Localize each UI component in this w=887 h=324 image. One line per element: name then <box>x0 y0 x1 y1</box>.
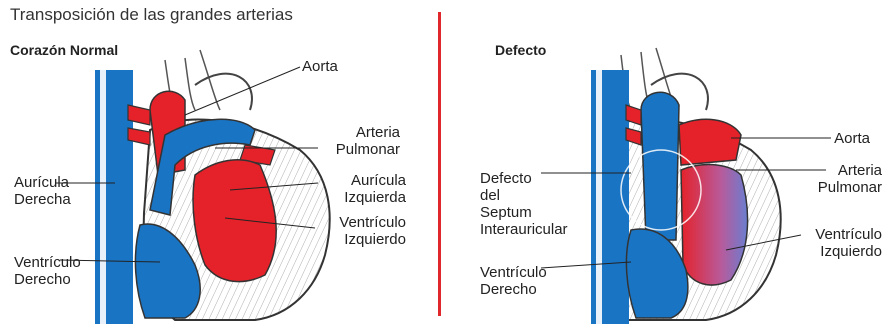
diagram-title: Transposición de las grandes arterias <box>10 5 293 24</box>
pulmonary-vessel <box>678 118 742 166</box>
left-heart <box>192 159 277 283</box>
left-heart-mixed <box>680 163 749 286</box>
arch-outline <box>650 72 709 111</box>
septal-defect-highlight <box>620 149 702 231</box>
defect-heading: Defecto <box>495 42 547 58</box>
defect-heart-illustration <box>540 47 831 324</box>
label-arteria-pulmonar-defect: Arteria Pulmonar <box>817 162 882 196</box>
vena-cava-stripe <box>596 70 602 324</box>
label-aorta-normal: Aorta <box>302 58 338 75</box>
label-arteria-pulmonar-normal: Arteria Pulmonar <box>335 124 400 158</box>
pulmonary-vessel <box>149 118 256 216</box>
arch-outline <box>194 72 253 111</box>
label-aorta-defect: Aorta <box>834 130 870 147</box>
label-auricula-izquierda: Aurícula Izquierda <box>344 172 406 206</box>
normal-heading: Corazón Normal <box>10 42 119 58</box>
label-ventriculo-izquierdo-defect: Ventrículo Izquierdo <box>815 226 882 260</box>
right-ventricle <box>625 228 689 319</box>
defect-leader-lines <box>540 137 831 269</box>
label-ventriculo-izquierdo-normal: Ventrículo Izquierdo <box>339 214 406 248</box>
right-ventricle <box>134 223 201 319</box>
normal-leader-lines <box>55 66 319 263</box>
pulmonary-veins <box>625 104 642 146</box>
pulmonary-veins <box>127 104 276 166</box>
vena-cava-stripe <box>100 70 106 324</box>
panel-divider <box>438 12 441 316</box>
label-ventriculo-derecho-defect: Ventrículo Derecho <box>480 264 547 298</box>
aorta-vessel <box>640 91 680 241</box>
label-ventriculo-derecho-normal: Ventrículo Derecho <box>14 254 81 288</box>
label-auricula-derecha: Aurícula Derecha <box>14 174 71 208</box>
normal-heart-illustration <box>55 49 331 324</box>
label-defecto-septum: Defecto del Septum Interauricular <box>480 170 568 238</box>
